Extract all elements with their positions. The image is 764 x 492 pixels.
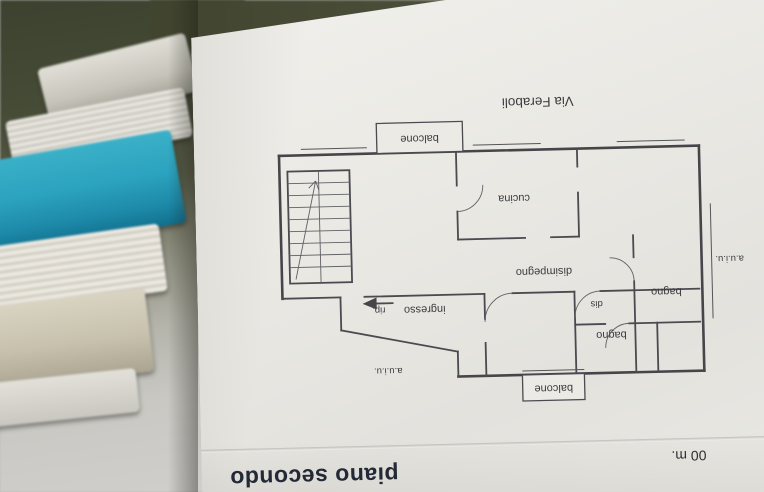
balcony-bottom-outline (522, 373, 585, 401)
room-label-rip: rip. (372, 304, 385, 315)
door-arcs (457, 181, 636, 351)
plan-scale: 00 m. (671, 447, 707, 465)
label-auiu-left: a.u.i.u. (374, 365, 403, 377)
windows (301, 139, 714, 376)
outer-walls (279, 146, 704, 381)
floor-plan-drawing: Via Feraboli balcone cucina disimpegno r… (234, 82, 764, 440)
room-label-bagno-right: bagno (651, 285, 682, 298)
stairwell (287, 170, 352, 283)
room-label-balcone-bottom: balcone (534, 382, 573, 395)
balcony-top-outline (376, 121, 463, 153)
label-auiu-right: a.u.i.u. (715, 253, 744, 265)
room-label-cucina: cucina (497, 192, 530, 205)
floor-plan-sheet: Via Feraboli balcone cucina disimpegno r… (190, 0, 764, 492)
room-label-bagno-lower: bagno (596, 328, 627, 341)
room-labels: Via Feraboli balcone cucina disimpegno r… (367, 90, 747, 399)
room-label-ingresso: ingresso (404, 303, 446, 316)
room-label-balcone-top: balcone (400, 132, 439, 145)
plan-title: piano secondo (229, 462, 399, 492)
room-label-disimpegno: disimpegno (516, 265, 573, 278)
room-label-dis: dis (590, 298, 603, 309)
inner-walls (279, 146, 701, 381)
street-label: Via Feraboli (502, 94, 574, 111)
entrance-arrow-icon (362, 297, 392, 310)
